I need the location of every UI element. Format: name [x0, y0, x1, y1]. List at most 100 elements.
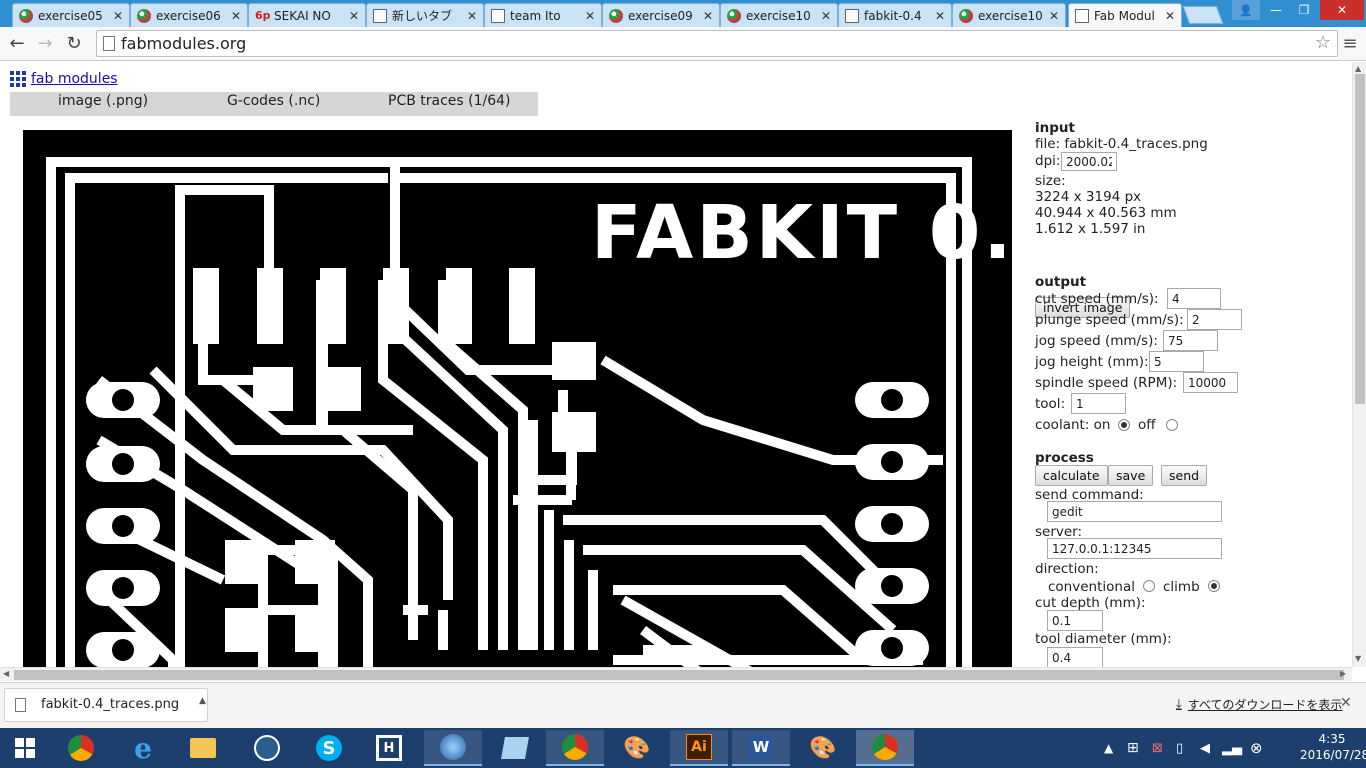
close-icon[interactable]: ✕	[934, 8, 945, 23]
tray-chevron-icon[interactable]: ▲	[1104, 741, 1114, 755]
coolant-off-radio[interactable]	[1166, 419, 1178, 431]
calculate-button[interactable]: calculate	[1035, 465, 1108, 486]
vertical-scrollbar[interactable]: ▲ ▼	[1352, 62, 1366, 667]
taskbar-skype[interactable]: S	[300, 730, 358, 766]
tool-diameter-label: tool diameter (mm):	[1035, 631, 1172, 647]
tray-windows-icon[interactable]: ⊞	[1127, 740, 1139, 756]
taskbar-app-notes[interactable]	[486, 730, 544, 766]
minimize-icon[interactable]: —	[1270, 3, 1282, 17]
tab-sekai-no[interactable]: 6p SEKAI NO ✕	[248, 3, 366, 27]
close-icon[interactable]: ✕	[466, 8, 477, 23]
taskbar-illustrator[interactable]: Ai	[670, 730, 728, 766]
menu-icon[interactable]: ≡	[1342, 33, 1358, 54]
taskbar-app-h[interactable]: H	[360, 730, 418, 766]
close-icon[interactable]: ✕	[1164, 9, 1175, 23]
taskbar-internet-explorer[interactable]: e	[114, 730, 172, 766]
user-icon[interactable]: 👤	[1232, 0, 1260, 20]
tab-new-tab[interactable]: 新しいタブ ✕	[366, 3, 484, 27]
close-icon[interactable]: ✕	[230, 8, 241, 23]
coolant-on-radio[interactable]	[1118, 419, 1130, 431]
clock-date: 2016/07/28	[1300, 748, 1366, 762]
scroll-right-icon[interactable]: ▶	[1340, 669, 1347, 678]
taskbar-paint[interactable]: 🎨	[608, 730, 666, 766]
send-command-input[interactable]	[1047, 501, 1222, 522]
taskbar-word[interactable]: W	[732, 730, 790, 766]
tool-input[interactable]	[1071, 393, 1126, 414]
reload-icon[interactable]: ↻	[66, 32, 82, 54]
fab-icon	[19, 8, 33, 23]
window-close-icon[interactable]: ✕	[1320, 0, 1364, 20]
tab-exercise10-2[interactable]: exercise10 ✕	[952, 3, 1066, 27]
address-bar[interactable]: fabmodules.org ☆	[96, 30, 1338, 57]
cut-depth-input[interactable]	[1047, 610, 1103, 631]
plunge-speed-input[interactable]	[1187, 309, 1242, 330]
invert-image-button[interactable]: invert image	[1035, 297, 1131, 318]
taskbar-file-explorer[interactable]	[174, 730, 232, 766]
conventional-radio[interactable]	[1143, 580, 1155, 592]
spindle-speed-input[interactable]	[1183, 372, 1238, 393]
tray-battery-icon[interactable]: ▯	[1176, 740, 1184, 756]
document-icon	[1075, 9, 1089, 23]
vertical-scroll-thumb[interactable]	[1355, 74, 1365, 404]
cut-speed-input[interactable]	[1167, 288, 1221, 309]
horizontal-scroll-thumb[interactable]	[14, 670, 1344, 680]
send-button[interactable]: send	[1161, 465, 1208, 486]
tab-exercise06[interactable]: exercise06 ✕	[130, 3, 248, 27]
folder-icon	[190, 738, 216, 758]
save-button[interactable]: save	[1108, 465, 1154, 486]
restore-icon[interactable]: ❐	[1298, 3, 1310, 17]
show-all-downloads-link[interactable]: ⤓ すべてのダウンロードを表示	[1176, 697, 1343, 712]
tray-network-error-icon[interactable]: ⊠	[1152, 740, 1163, 756]
taskbar-clock[interactable]: 4:35 2016/07/28	[1300, 731, 1366, 763]
forward-icon[interactable]: →	[37, 32, 53, 54]
tab-fabkit[interactable]: fabkit-0.4 ✕	[838, 3, 952, 27]
close-icon[interactable]: ✕	[584, 8, 595, 23]
module-pcb-traces[interactable]: PCB traces (1/64)	[388, 93, 511, 109]
new-tab-button[interactable]	[1182, 6, 1224, 24]
dpi-label: dpi:	[1035, 153, 1061, 169]
taskbar-app-globe[interactable]	[424, 730, 482, 766]
scroll-up-icon[interactable]: ▲	[1355, 64, 1362, 73]
download-item[interactable]: fabkit-0.4_traces.png ▲	[4, 688, 208, 722]
chevron-up-icon[interactable]: ▲	[199, 696, 206, 706]
close-icon[interactable]: ✕	[348, 8, 359, 23]
taskbar-paint-2[interactable]: 🎨	[794, 730, 852, 766]
clock-time: 4:35	[1318, 732, 1346, 746]
back-icon[interactable]: ←	[9, 32, 25, 54]
module-image-png[interactable]: image (.png)	[58, 93, 149, 109]
server-input[interactable]	[1047, 538, 1222, 559]
bookmark-star-icon[interactable]: ☆	[1314, 32, 1331, 53]
taskbar-chrome-active[interactable]	[856, 730, 914, 766]
horizontal-scrollbar[interactable]: ◀ ▶	[0, 667, 1352, 681]
h-app-icon: H	[376, 735, 402, 761]
jog-height-input[interactable]	[1149, 351, 1204, 372]
fab-modules-link[interactable]: fab modules	[10, 71, 118, 87]
dpi-input[interactable]	[1061, 152, 1117, 171]
document-icon	[845, 8, 859, 23]
tab-exercise10[interactable]: exercise10 ✕	[720, 3, 838, 27]
close-icon[interactable]: ✕	[820, 8, 831, 23]
module-gcodes-nc[interactable]: G-codes (.nc)	[227, 93, 321, 109]
plunge-speed-label: plunge speed (mm/s):	[1035, 312, 1184, 328]
tool-diameter-input[interactable]	[1047, 647, 1103, 667]
close-icon[interactable]: ✕	[702, 8, 713, 23]
taskbar-app-tree[interactable]	[238, 730, 296, 766]
tray-cancel-icon[interactable]: ⊗	[1250, 739, 1263, 757]
tab-exercise05[interactable]: exercise05 ✕	[12, 3, 130, 27]
scroll-down-icon[interactable]: ▼	[1355, 654, 1362, 663]
taskbar-chrome-2[interactable]	[546, 730, 604, 766]
jog-speed-label: jog speed (mm/s):	[1035, 333, 1158, 349]
scroll-left-icon[interactable]: ◀	[3, 669, 10, 678]
tab-fab-modules[interactable]: Fab Modul ✕	[1068, 3, 1182, 28]
jog-speed-input[interactable]	[1163, 330, 1218, 351]
close-icon[interactable]: ✕	[112, 8, 123, 23]
climb-radio[interactable]	[1208, 580, 1220, 592]
tab-team-ito[interactable]: team Ito ✕	[484, 3, 602, 27]
start-button[interactable]	[0, 730, 50, 766]
taskbar-chrome[interactable]	[52, 730, 110, 766]
tray-signal-icon[interactable]: ▂▄	[1222, 740, 1242, 756]
tab-exercise09[interactable]: exercise09 ✕	[602, 3, 720, 27]
tray-volume-icon[interactable]: ◀	[1200, 740, 1210, 756]
download-bar-close-icon[interactable]: ✕	[1340, 695, 1352, 711]
close-icon[interactable]: ✕	[1048, 8, 1059, 23]
